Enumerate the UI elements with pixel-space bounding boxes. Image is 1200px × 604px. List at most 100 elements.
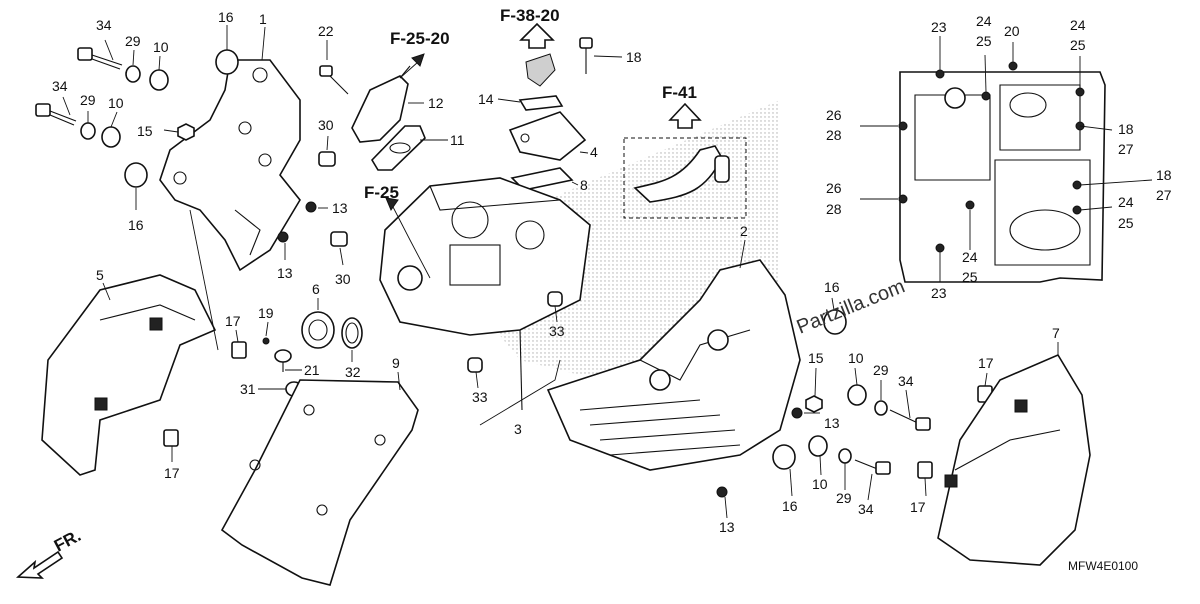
label-26: 26 xyxy=(826,107,842,123)
label-31: 31 xyxy=(240,381,256,397)
clip-17 xyxy=(163,341,993,479)
label-29: 29 xyxy=(125,33,141,49)
label-13: 13 xyxy=(824,415,840,431)
label-34: 34 xyxy=(52,78,68,94)
label-17: 17 xyxy=(910,499,926,515)
label-33: 33 xyxy=(472,389,488,405)
part-9-cover xyxy=(220,379,419,586)
arrow-up-f41 xyxy=(668,102,702,129)
ref-f25[interactable]: F-25 xyxy=(364,183,399,202)
label-32: 32 xyxy=(345,364,361,380)
arrow-f2520 xyxy=(399,53,425,79)
gasket-plate xyxy=(898,61,1106,283)
label-10: 10 xyxy=(848,350,864,366)
label-16: 16 xyxy=(782,498,798,514)
ref-f2520[interactable]: F-25-20 xyxy=(390,29,450,48)
part-labels: 34 29 10 16 1 34 29 10 15 16 30 13 13 30… xyxy=(52,9,1172,535)
label-2: 2 xyxy=(740,223,748,239)
watermark: Partzilla.com xyxy=(794,275,908,338)
label-13: 13 xyxy=(719,519,735,535)
label-16: 16 xyxy=(218,9,234,25)
label-29: 29 xyxy=(836,490,852,506)
part-6-cap xyxy=(301,311,335,349)
label-27: 27 xyxy=(1118,141,1134,157)
label-30: 30 xyxy=(318,117,334,133)
collar-30 xyxy=(318,151,348,247)
label-29: 29 xyxy=(80,92,96,108)
label-1: 1 xyxy=(259,11,267,27)
label-34: 34 xyxy=(898,373,914,389)
nut-15 xyxy=(177,123,823,413)
label-18: 18 xyxy=(1156,167,1172,183)
label-29: 29 xyxy=(873,362,889,378)
front-arrow-icon xyxy=(15,550,64,579)
ref-f41[interactable]: F-41 xyxy=(662,83,697,102)
label-18: 18 xyxy=(1118,121,1134,137)
ref-f3820[interactable]: F-38-20 xyxy=(500,6,560,25)
label-17: 17 xyxy=(164,465,180,481)
diagram-code: MFW4E0100 xyxy=(1068,559,1138,573)
bolt-34-right xyxy=(854,409,931,475)
part-11-gasket xyxy=(370,125,426,171)
bolt-18-top xyxy=(579,37,593,74)
label-25: 25 xyxy=(976,33,992,49)
label-27: 27 xyxy=(1156,187,1172,203)
label-15: 15 xyxy=(808,350,824,366)
label-19: 19 xyxy=(258,305,274,321)
label-10: 10 xyxy=(108,95,124,111)
label-9: 9 xyxy=(392,355,400,371)
label-13: 13 xyxy=(332,200,348,216)
washer-29-right xyxy=(838,400,888,464)
label-3: 3 xyxy=(514,421,522,437)
label-10: 10 xyxy=(812,476,828,492)
part-12-cover xyxy=(351,65,411,143)
label-6: 6 xyxy=(312,281,320,297)
bolt-34-upper xyxy=(77,47,123,70)
label-22: 22 xyxy=(318,23,334,39)
label-30: 30 xyxy=(335,271,351,287)
label-23: 23 xyxy=(931,285,947,301)
label-23: 23 xyxy=(931,19,947,35)
nut-13 xyxy=(277,201,803,498)
part-5-cover-left xyxy=(41,274,217,476)
bolt-34-lower xyxy=(35,103,77,126)
label-25: 25 xyxy=(1118,215,1134,231)
label-28: 28 xyxy=(826,201,842,217)
label-16: 16 xyxy=(128,217,144,233)
label-11: 11 xyxy=(450,132,465,148)
label-14: 14 xyxy=(478,91,494,107)
rubber-10-right xyxy=(808,384,867,457)
label-13: 13 xyxy=(277,265,293,281)
label-34: 34 xyxy=(96,17,112,33)
label-24: 24 xyxy=(1118,194,1134,210)
label-25: 25 xyxy=(962,269,978,285)
label-12: 12 xyxy=(428,95,444,111)
part-32-oring xyxy=(341,317,363,349)
label-20: 20 xyxy=(1004,23,1020,39)
bolt-22 xyxy=(319,65,349,95)
label-17: 17 xyxy=(225,313,241,329)
label-34: 34 xyxy=(858,501,874,517)
label-24: 24 xyxy=(976,13,992,29)
arrow-f25 xyxy=(385,197,431,279)
part-14-clip xyxy=(518,53,564,111)
label-21: 21 xyxy=(304,362,320,378)
label-8: 8 xyxy=(580,177,588,193)
label-17: 17 xyxy=(978,355,994,371)
label-5: 5 xyxy=(96,267,104,283)
label-18: 18 xyxy=(626,49,642,65)
label-25: 25 xyxy=(1070,37,1086,53)
bolt-21 xyxy=(274,349,292,372)
label-28: 28 xyxy=(826,127,842,143)
arrow-up-f3820 xyxy=(519,22,555,49)
label-15: 15 xyxy=(137,123,153,139)
leader-lines xyxy=(62,25,1153,519)
part-2-cylinder-head-rear xyxy=(546,259,801,471)
hose-box xyxy=(623,137,747,219)
label-24: 24 xyxy=(962,249,978,265)
label-4: 4 xyxy=(590,144,598,160)
label-10: 10 xyxy=(153,39,169,55)
part-3-cylinder-head xyxy=(379,177,591,411)
label-7: 7 xyxy=(1052,325,1060,341)
